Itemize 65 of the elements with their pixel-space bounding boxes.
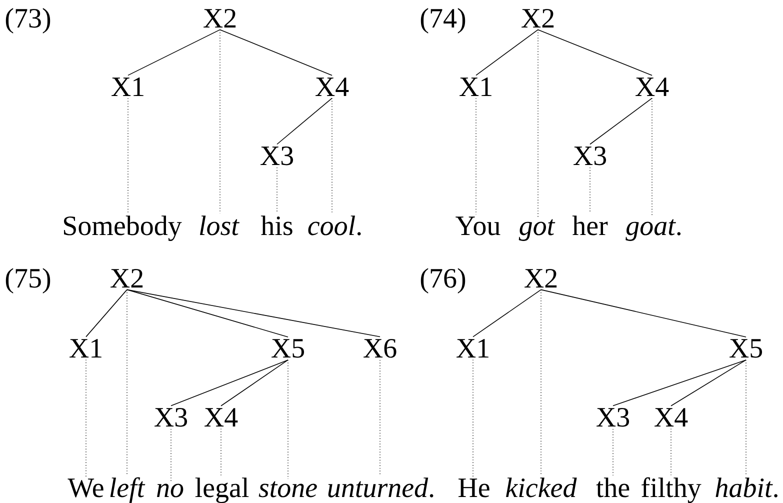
category-label: X3 <box>260 146 294 166</box>
example-number: (75) <box>6 268 50 294</box>
dotted-line <box>670 428 672 476</box>
word: the <box>596 478 630 498</box>
word: You <box>456 216 500 236</box>
category-label: X5 <box>730 339 762 358</box>
tree-branch <box>540 289 746 338</box>
category-label: X4 <box>636 78 669 96</box>
dotted-line <box>220 428 222 476</box>
category-label: X3 <box>154 408 188 427</box>
tree-branch <box>126 289 288 338</box>
tree-branch <box>612 360 746 406</box>
word: habit. <box>716 478 778 498</box>
tree-branch <box>276 98 332 145</box>
category-label: X1 <box>112 78 144 96</box>
word: goat. <box>626 219 681 241</box>
dotted-line <box>276 167 278 214</box>
tree-branch <box>128 29 220 76</box>
dotted-line <box>472 359 474 477</box>
category-label: X2 <box>522 8 554 28</box>
word: Somebody <box>64 216 182 242</box>
category-label: X6 <box>364 338 396 358</box>
tree-branch <box>86 289 128 338</box>
word: He <box>458 478 490 498</box>
word: lost <box>200 216 240 236</box>
category-label: X2 <box>524 268 557 288</box>
dotted-line <box>540 289 542 476</box>
example-number: (74) <box>420 8 466 34</box>
tree-branch <box>476 29 538 76</box>
example-number: (73) <box>6 8 50 34</box>
word: legal <box>195 478 249 503</box>
category-label: X5 <box>272 339 304 358</box>
tree-branch <box>170 360 288 406</box>
word: stone <box>258 481 317 498</box>
tree-branch <box>538 29 652 76</box>
category-label: X4 <box>316 78 349 96</box>
word: unturned. <box>328 478 434 498</box>
dotted-line <box>170 428 172 482</box>
tree-branch <box>590 98 652 145</box>
word: got <box>518 219 556 241</box>
word: his <box>260 216 292 236</box>
category-label: X4 <box>204 408 238 426</box>
word: We <box>68 478 104 498</box>
dotted-line <box>612 428 614 476</box>
category-label: X1 <box>456 339 488 358</box>
tree-branch <box>670 360 746 406</box>
category-label: X2 <box>204 8 236 28</box>
example-number: (76) <box>420 268 466 294</box>
word: left <box>110 477 146 503</box>
word: no <box>157 484 184 498</box>
category-label: X2 <box>110 268 143 288</box>
word: cool. <box>308 216 361 236</box>
category-label: X3 <box>574 146 606 166</box>
category-label: X3 <box>596 408 630 427</box>
category-label: X4 <box>654 408 688 426</box>
tree-branch <box>220 29 332 76</box>
word: kicked <box>506 478 577 498</box>
tree-branch <box>472 289 542 338</box>
category-label: X1 <box>70 339 102 358</box>
tree-branch <box>220 360 288 406</box>
tree-branch <box>126 289 380 338</box>
word: filthy <box>642 477 702 503</box>
dotted-line <box>126 289 128 476</box>
word: her <box>572 216 608 236</box>
category-label: X1 <box>460 78 492 96</box>
